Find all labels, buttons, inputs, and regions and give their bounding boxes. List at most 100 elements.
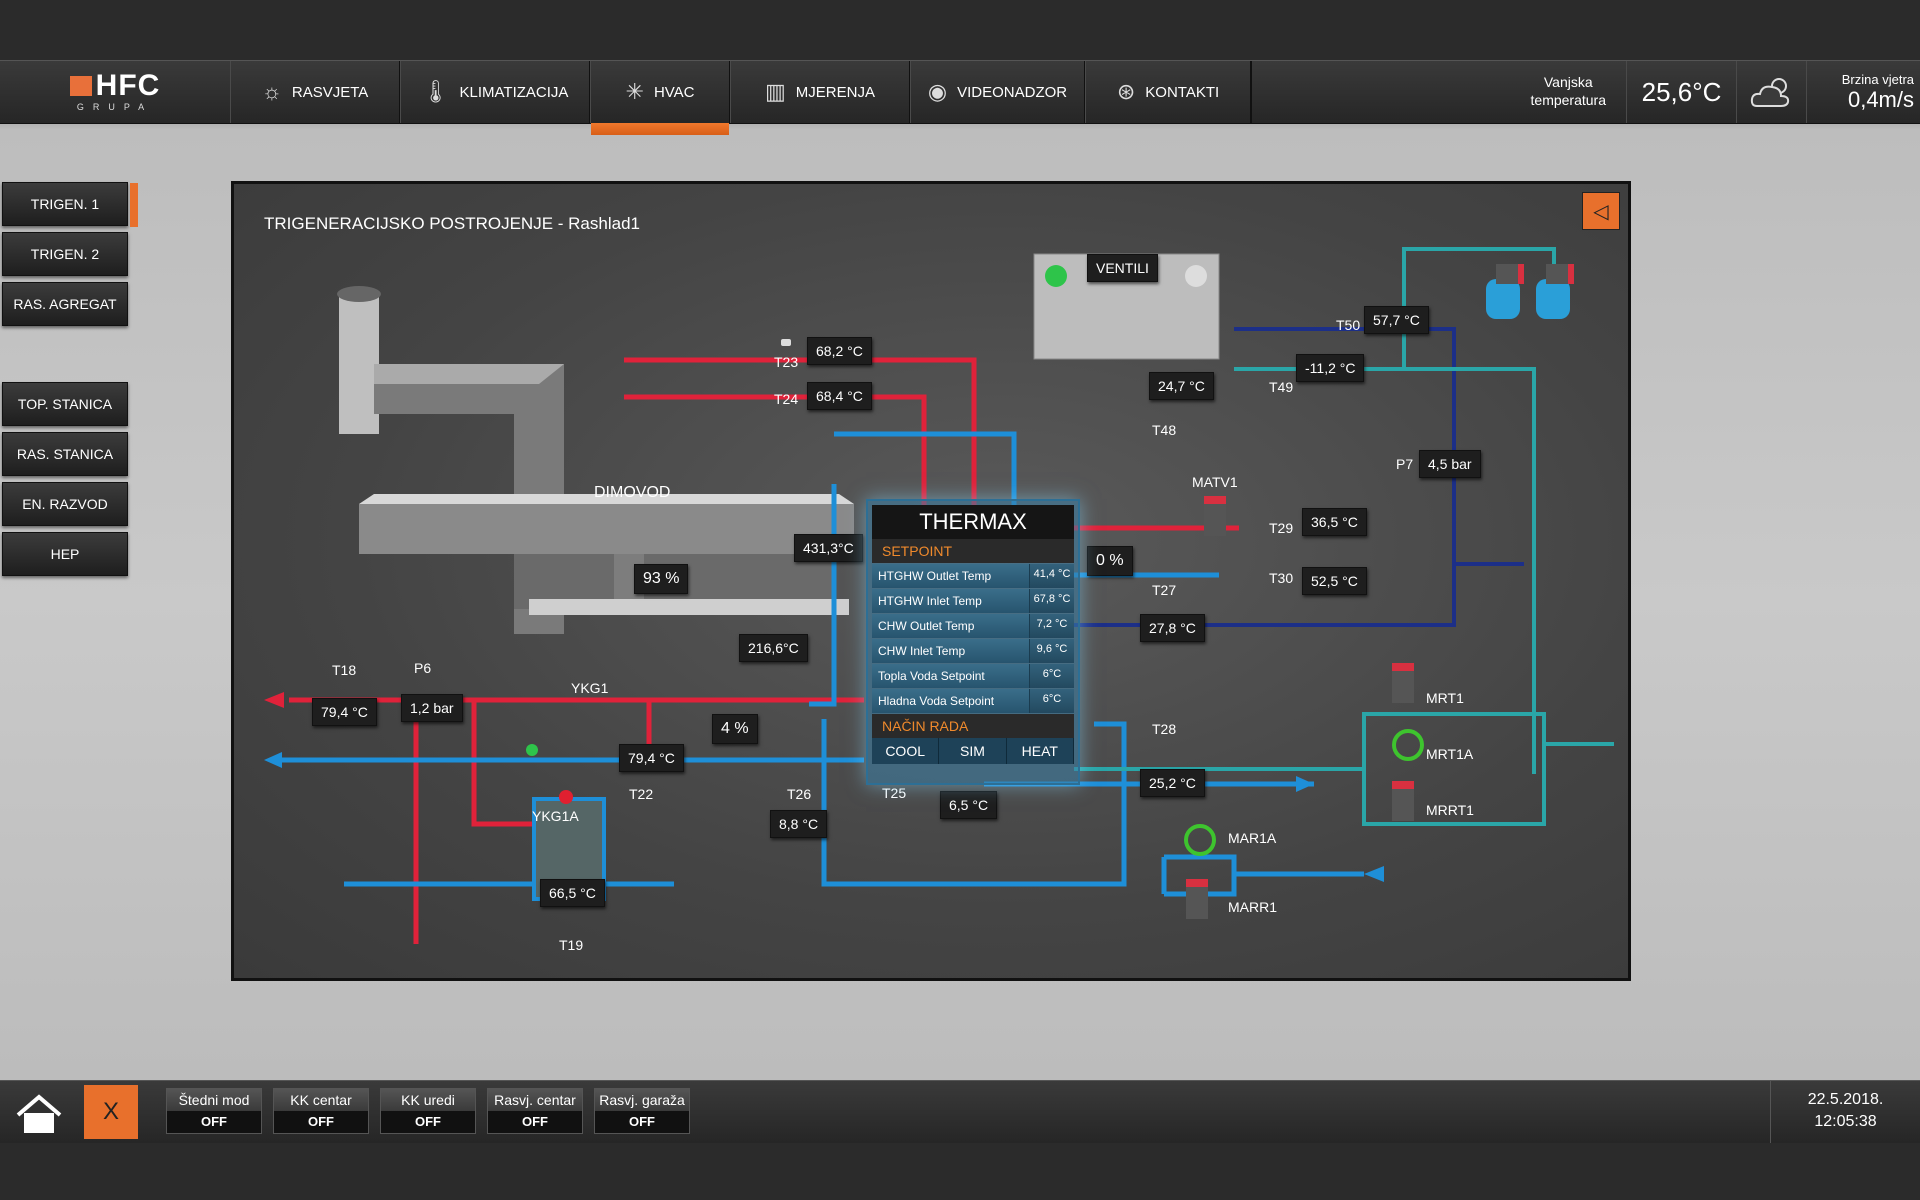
- chimney: [337, 286, 854, 634]
- row-value: 9,6 °C: [1030, 639, 1074, 663]
- nav-rasvjeta[interactable]: ☼ RASVJETA: [230, 61, 400, 123]
- t29-label: T29: [1269, 520, 1294, 536]
- ykg1-open-indicator: [526, 744, 538, 756]
- mode-state: OFF: [381, 1111, 475, 1133]
- row-key: Hladna Voda Setpoint: [872, 689, 1030, 713]
- sidebar-hep[interactable]: HEP: [2, 532, 128, 576]
- outlet-arrow: [264, 752, 282, 768]
- row-key: CHW Outlet Temp: [872, 614, 1030, 638]
- pump-mrt1a-running[interactable]: [1392, 729, 1424, 761]
- logo-subtitle: GRUPA: [76, 102, 154, 112]
- hot-water-pipes: [289, 357, 1239, 944]
- close-button[interactable]: X: [84, 1085, 138, 1139]
- back-button[interactable]: ◁: [1582, 192, 1620, 230]
- sidebar-ras-agregat[interactable]: RAS. AGREGAT: [2, 282, 128, 326]
- row-key: HTGHW Inlet Temp: [872, 589, 1030, 613]
- wind-value: 0,4m/s: [1847, 86, 1914, 112]
- mode-selector: COOL SIM HEAT: [872, 738, 1074, 764]
- t49-value: -11,2 °C: [1296, 354, 1365, 382]
- ykg1-label: YKG1: [571, 680, 609, 696]
- plant-diagram-panel: TRIGENERACIJSKO POSTROJENJE - Rashlad1 ◁: [231, 181, 1631, 981]
- nav-klimatizacija[interactable]: 🌡 KLIMATIZACIJA: [400, 61, 590, 123]
- valve-matv1[interactable]: [1204, 496, 1226, 536]
- back-arrow-icon: ◁: [1593, 200, 1609, 223]
- sidebar-label: RAS. STANICA: [16, 446, 114, 462]
- row-value: 7,2 °C: [1030, 614, 1074, 638]
- nav-label: MJERENJA: [795, 83, 875, 101]
- nav-hvac[interactable]: ✳ HVAC: [590, 61, 730, 135]
- p7-label: P7: [1396, 456, 1414, 472]
- marr1-label: MARR1: [1228, 899, 1278, 915]
- sidebar-en-razvod[interactable]: EN. RAZVOD: [2, 482, 128, 526]
- flow-arrow: [1296, 776, 1314, 792]
- pump-top-2[interactable]: [1546, 264, 1574, 284]
- t28-value: 25,2 °C: [1140, 769, 1205, 797]
- mode-title: Rasvj. garaža: [595, 1089, 689, 1111]
- pump-mrt1[interactable]: [1392, 663, 1414, 703]
- mode-sim-button[interactable]: SIM: [939, 738, 1007, 764]
- pump-mrrt1[interactable]: [1392, 781, 1414, 821]
- pump-marr1[interactable]: [1186, 879, 1208, 919]
- nav-label: VIDEONADZOR: [957, 83, 1068, 101]
- time: 12:05:38: [1814, 1113, 1877, 1130]
- logo[interactable]: HFC GRUPA: [0, 61, 231, 123]
- pipe-network: [264, 247, 1614, 944]
- sidebar-trigen-2[interactable]: TRIGEN. 2: [2, 232, 128, 276]
- mode-title: Rasvj. centar: [488, 1089, 582, 1111]
- ventili-tag: VENTILI: [1087, 254, 1158, 282]
- ykg-valve-pct: 4 %: [712, 714, 758, 744]
- nav-kontakti[interactable]: ⊛ KONTAKTI: [1085, 61, 1251, 123]
- mode-heat-button[interactable]: HEAT: [1006, 738, 1074, 764]
- row-key: Topla Voda Setpoint: [872, 664, 1030, 688]
- logo-mark: HFC: [69, 69, 161, 102]
- t28-label: T28: [1152, 721, 1177, 737]
- nav-label: HVAC: [653, 83, 695, 101]
- mode-title: KK uredi: [381, 1089, 475, 1111]
- datetime: 22.5.2018. 12:05:38: [1770, 1081, 1920, 1143]
- home-button[interactable]: [10, 1091, 68, 1137]
- lightbulb-icon: ☼: [261, 79, 282, 104]
- sidebar-top-stanica[interactable]: TOP. STANICA: [2, 382, 128, 426]
- cloud-sun-icon: [1736, 61, 1806, 123]
- lifebuoy-icon: ⊛: [1116, 79, 1136, 104]
- sidebar-trigen-1[interactable]: TRIGEN. 1: [2, 182, 138, 227]
- nav-videonadzor[interactable]: ◉ VIDEONADZOR: [910, 61, 1085, 123]
- row-value: 6°C: [1030, 664, 1074, 688]
- thermometer-icon: 🌡: [421, 79, 450, 104]
- bar-chart-icon: ▥: [765, 79, 786, 104]
- t50-value: 57,7 °C: [1364, 306, 1429, 334]
- eye-icon: ◉: [927, 79, 948, 104]
- row-key: HTGHW Outlet Temp: [872, 564, 1030, 588]
- wind-label: Brzina vjetra: [1841, 71, 1914, 87]
- mode-state: OFF: [167, 1111, 261, 1133]
- logo-name: HFC: [95, 69, 161, 102]
- t18-label: T18: [332, 662, 357, 678]
- t23-value: 68,2 °C: [807, 337, 872, 365]
- row-value: 67,8 °C: [1030, 589, 1074, 613]
- pump-top-1[interactable]: [1496, 264, 1524, 284]
- outside-temp-value: 25,6°C: [1626, 61, 1736, 123]
- return-arrow: [1364, 866, 1384, 882]
- tank-2: [1536, 279, 1570, 319]
- row-value: 6°C: [1030, 689, 1074, 713]
- pump-mar1a-running[interactable]: [1184, 824, 1216, 856]
- t50-label: T50: [1336, 317, 1361, 333]
- p7-value: 4,5 bar: [1419, 450, 1481, 478]
- t18-value: 79,4 °C: [312, 698, 377, 726]
- nav-mjerenja[interactable]: ▥ MJERENJA: [730, 61, 910, 123]
- mode-cool-button[interactable]: COOL: [872, 738, 940, 764]
- mode-title: KK centar: [274, 1089, 368, 1111]
- sidebar-ras-stanica[interactable]: RAS. STANICA: [2, 432, 128, 476]
